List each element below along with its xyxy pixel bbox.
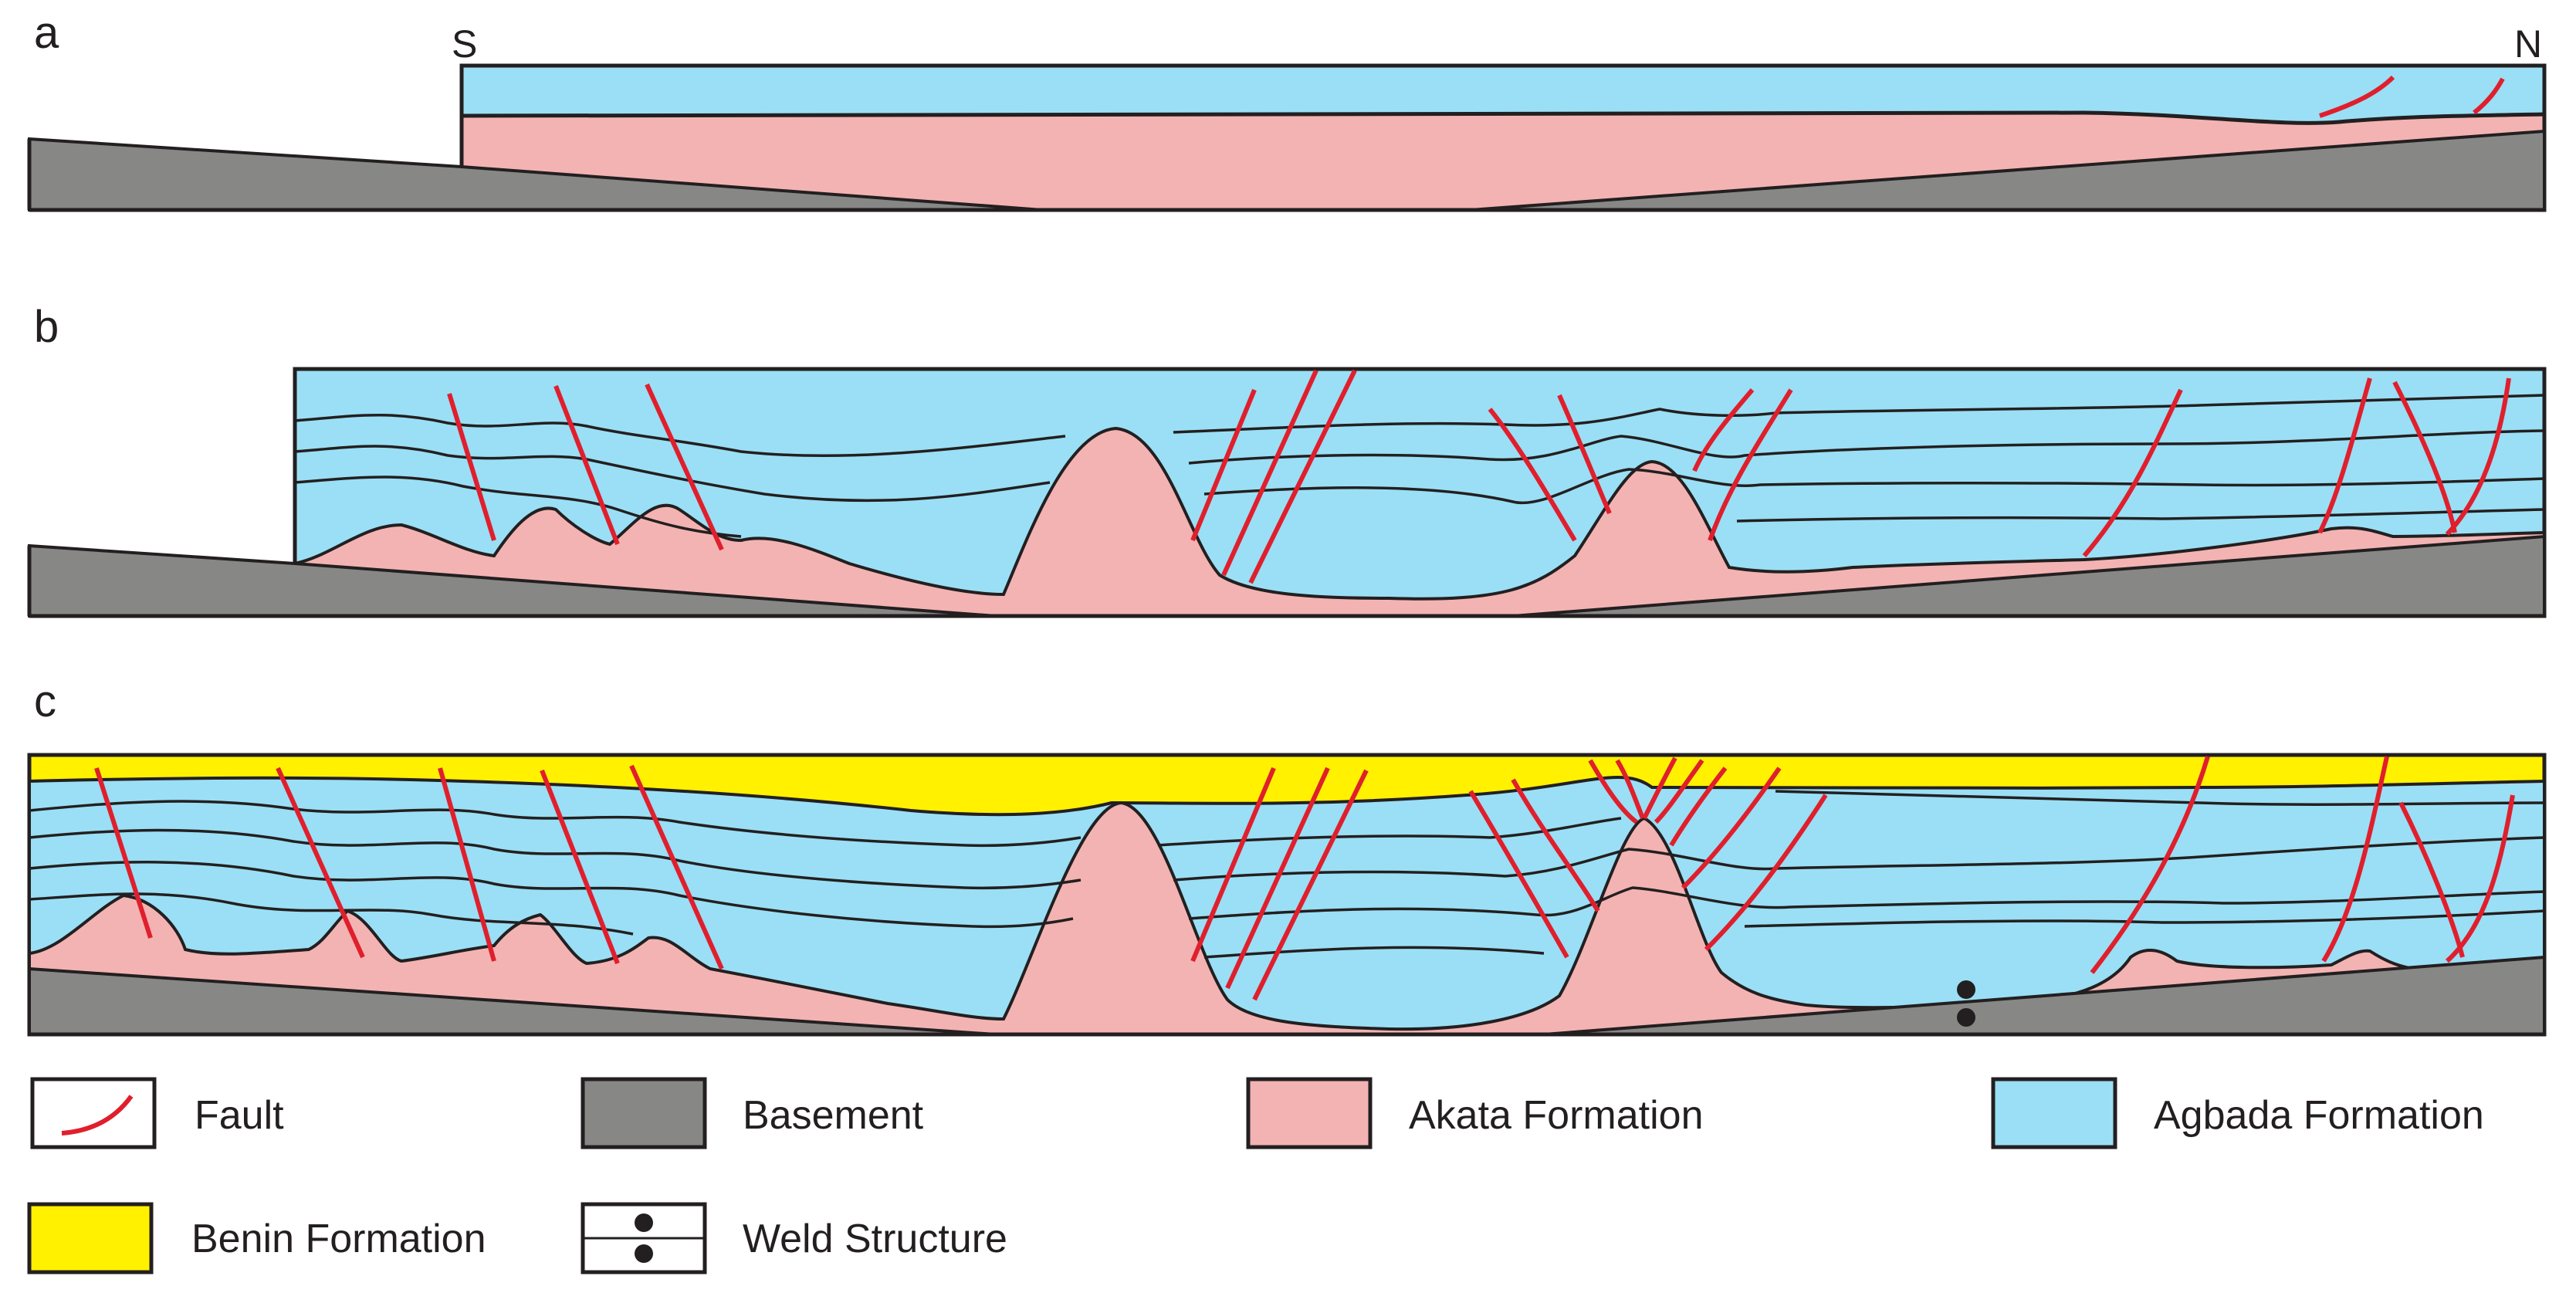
weld-dot-icon	[635, 1213, 653, 1232]
panel-a: a S N	[27, 8, 2547, 212]
legend-item-fault: Fault	[30, 1077, 284, 1149]
panel-c-horizons	[29, 790, 2545, 959]
legend-item-basement: Basement	[581, 1077, 924, 1149]
panel-a-fault	[2319, 75, 2395, 118]
benin-swatch	[27, 1202, 154, 1274]
panel-c-label: c	[34, 676, 56, 726]
legend-item-benin: Benin Formation	[27, 1202, 486, 1274]
panel-c-akata	[28, 801, 2546, 1036]
weld-dot	[1957, 980, 1975, 999]
legend-label: Agbada Formation	[2154, 1093, 2484, 1138]
legend-item-agbada: Agbada Formation	[1991, 1077, 2484, 1149]
north-label: N	[2514, 22, 2542, 66]
legend-label: Benin Formation	[191, 1217, 486, 1261]
panel-b-faults	[447, 369, 2511, 584]
legend-item-weld: Weld Structure	[581, 1202, 1007, 1274]
legend-label: Weld Structure	[743, 1217, 1007, 1261]
akata-swatch	[1246, 1077, 1373, 1149]
panel-c: c	[27, 676, 2547, 1037]
legend-label: Basement	[743, 1093, 924, 1138]
panel-b-label: b	[34, 302, 59, 352]
fault-line-icon	[61, 1095, 134, 1136]
panel-a-label: a	[34, 8, 59, 58]
agbada-swatch	[1991, 1077, 2117, 1149]
panel-b: b	[27, 302, 2547, 618]
weld-dot-icon	[635, 1244, 653, 1263]
panel-b-akata	[293, 426, 2546, 618]
south-label: S	[452, 22, 477, 66]
legend-item-akata: Akata Formation	[1246, 1077, 1704, 1149]
panel-c-faults	[94, 756, 2515, 1001]
legend-label: Akata Formation	[1409, 1093, 1704, 1138]
legend-label: Fault	[195, 1093, 284, 1138]
fault-swatch	[30, 1077, 157, 1149]
legend: Fault Basement Akata Formation Agbada Fo…	[27, 1077, 2484, 1274]
panel-b-horizons	[294, 394, 2545, 538]
weld-dot	[1957, 1008, 1975, 1027]
panel-a-fault	[2473, 77, 2505, 115]
basement-swatch	[581, 1077, 707, 1149]
